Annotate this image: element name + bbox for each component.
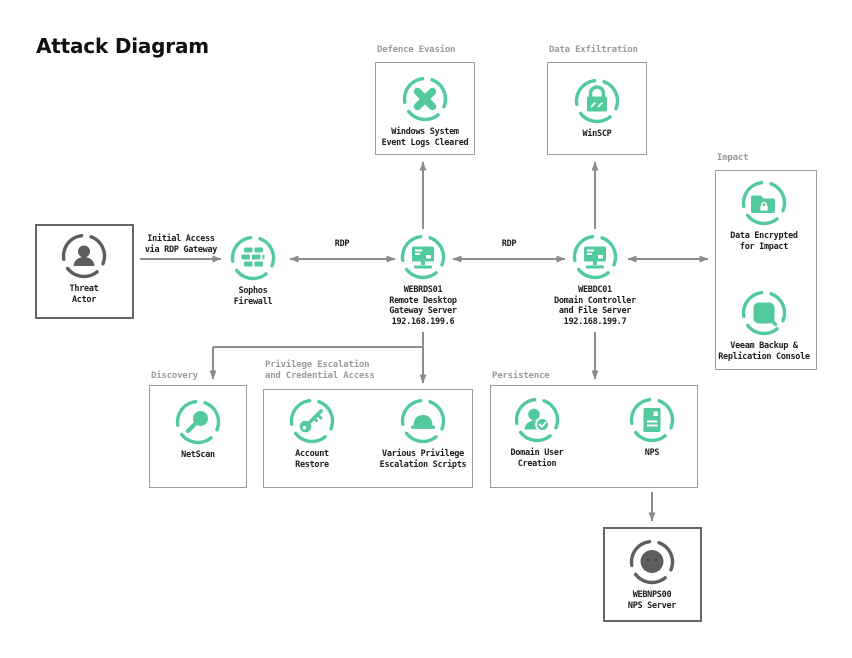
domain-user-label: Domain User Creation [510,448,564,469]
persistence-group-label: Persistence [492,371,550,381]
nps-server-label: WEBNPS00 NPS Server [627,590,677,611]
document-icon [629,397,675,443]
threat-actor-label: Threat Actor [69,284,99,305]
data-exfiltration-group-label: Data Exfiltration [549,45,638,55]
account-restore-label: Account Restore [295,449,329,470]
nps-label: NPS [644,448,660,458]
winscp-label: WinSCP [582,129,612,139]
x-circle-icon [402,76,448,122]
folder-lock-icon [741,180,787,226]
dark-server-icon [629,539,675,585]
dc-server-node: WEBDC01 Domain Controller and File Serve… [535,232,655,327]
logs-cleared-node: Windows System Event Logs Cleared [365,74,485,148]
firewall-icon [230,235,276,281]
impact-box [715,170,817,370]
priv-esc-box [263,389,473,488]
winscp-node: WinSCP [537,76,657,140]
dc-server-label: WEBDC01 Domain Controller and File Serve… [554,285,636,327]
data-encrypted-node: Data Encrypted for Impact [704,178,824,252]
persistence-box [490,385,698,488]
nps-server-box [603,527,702,622]
logs-cleared-label: Windows System Event Logs Cleared [381,127,469,148]
computer-icon [400,234,446,280]
veeam-node: Veeam Backup & Replication Console [704,288,824,362]
console-box-icon [741,290,787,336]
sophos-firewall-node: Sophos Firewall [193,233,313,307]
impact-group-label: Impact [717,153,749,163]
priv-scripts-label: Various Privilege Escalation Scripts [379,449,467,470]
threat-actor-node: Threat Actor [24,231,144,305]
edge-label-rdp1: RDP [334,239,350,249]
netscan-label: NetScan [181,450,215,460]
account-restore-node: Account Restore [252,396,372,470]
computer-icon [572,234,618,280]
nps-server-node: WEBNPS00 NPS Server [592,537,712,611]
defence-evasion-group-label: Defence Evasion [377,45,456,55]
data-exfiltration-box [547,62,647,155]
rds-server-node: WEBRDS01 Remote Desktop Gateway Server 1… [363,232,483,327]
sophos-firewall-label: Sophos Firewall [233,286,273,307]
rds-server-label: WEBRDS01 Remote Desktop Gateway Server 1… [389,285,457,327]
data-encrypted-label: Data Encrypted for Impact [730,231,798,252]
person-icon [61,233,107,279]
domain-user-node: Domain User Creation [477,395,597,469]
netscan-node: NetScan [138,397,258,461]
discovery-box [149,385,247,488]
diagram-title: Attack Diagram [36,34,209,58]
nps-node: NPS [592,395,712,459]
threat-actor-box [35,224,134,319]
user-check-icon [514,397,560,443]
defence-evasion-box [375,62,475,155]
edge-label-rdp2: RDP [501,239,517,249]
edge-label-initial-access: Initial Access via RDP Gateway [144,234,218,255]
veeam-label: Veeam Backup & Replication Console [718,341,810,362]
discovery-group-label: Discovery [151,371,198,381]
key-icon [289,398,335,444]
spy-hat-icon [400,398,446,444]
priv-esc-group-label: Privilege Escalation and Credential Acce… [265,360,375,381]
magnifier-icon [175,399,221,445]
priv-scripts-node: Various Privilege Escalation Scripts [363,396,483,470]
lock-icon [574,78,620,124]
